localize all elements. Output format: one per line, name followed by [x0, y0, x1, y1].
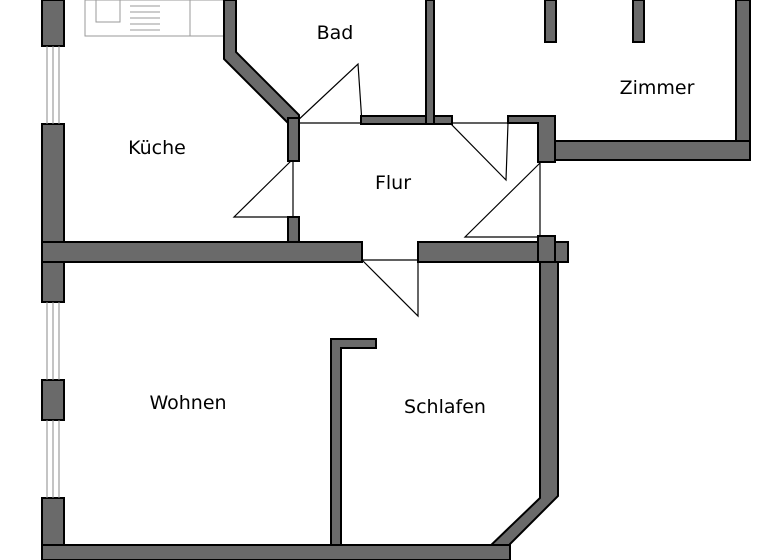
room-label-flur: Flur — [375, 172, 411, 194]
wall-zimmer-east — [735, 0, 751, 161]
wall-bad-south — [360, 115, 453, 125]
door-swing-flur-east — [463, 161, 541, 238]
door-swing-zimmer — [448, 122, 509, 182]
room-label-kueche: Küche — [128, 137, 186, 159]
wall-zimmer-south — [554, 140, 751, 161]
room-label-bad: Bad — [317, 22, 354, 44]
room-label-schlafen: Schlafen — [404, 396, 486, 418]
wall-zimmer-post-2 — [632, 0, 645, 43]
wall-middle-west — [41, 241, 363, 263]
wall-south — [41, 544, 511, 560]
wall-bad-east — [425, 0, 435, 125]
door-swing-bad — [293, 62, 363, 124]
window-kueche — [46, 46, 60, 124]
room-label-wohnen: Wohnen — [149, 392, 226, 414]
door-swing-schlafen — [360, 259, 419, 318]
wall-west-mid — [41, 123, 65, 303]
room-label-zimmer: Zimmer — [620, 77, 695, 99]
wall-schlafen-east — [487, 261, 559, 560]
wall-middle-east — [417, 241, 569, 263]
wall-zimmer-post-1 — [544, 0, 557, 43]
kitchen-counter — [84, 0, 226, 37]
wall-west-upper — [41, 0, 65, 47]
window-wohnen-upper — [46, 302, 60, 380]
wall-zimmer-corner — [507, 115, 556, 163]
wall-schlafen-cap — [537, 235, 556, 263]
wall-west-pier — [41, 379, 65, 421]
wall-bad-stub — [287, 117, 300, 162]
window-wohnen-lower — [46, 420, 60, 498]
wall-wohnen-schlafen-partition — [330, 338, 377, 546]
wall-bad-west — [223, 0, 300, 124]
wall-kueche-stub — [287, 216, 300, 245]
door-swing-kueche — [232, 157, 294, 218]
